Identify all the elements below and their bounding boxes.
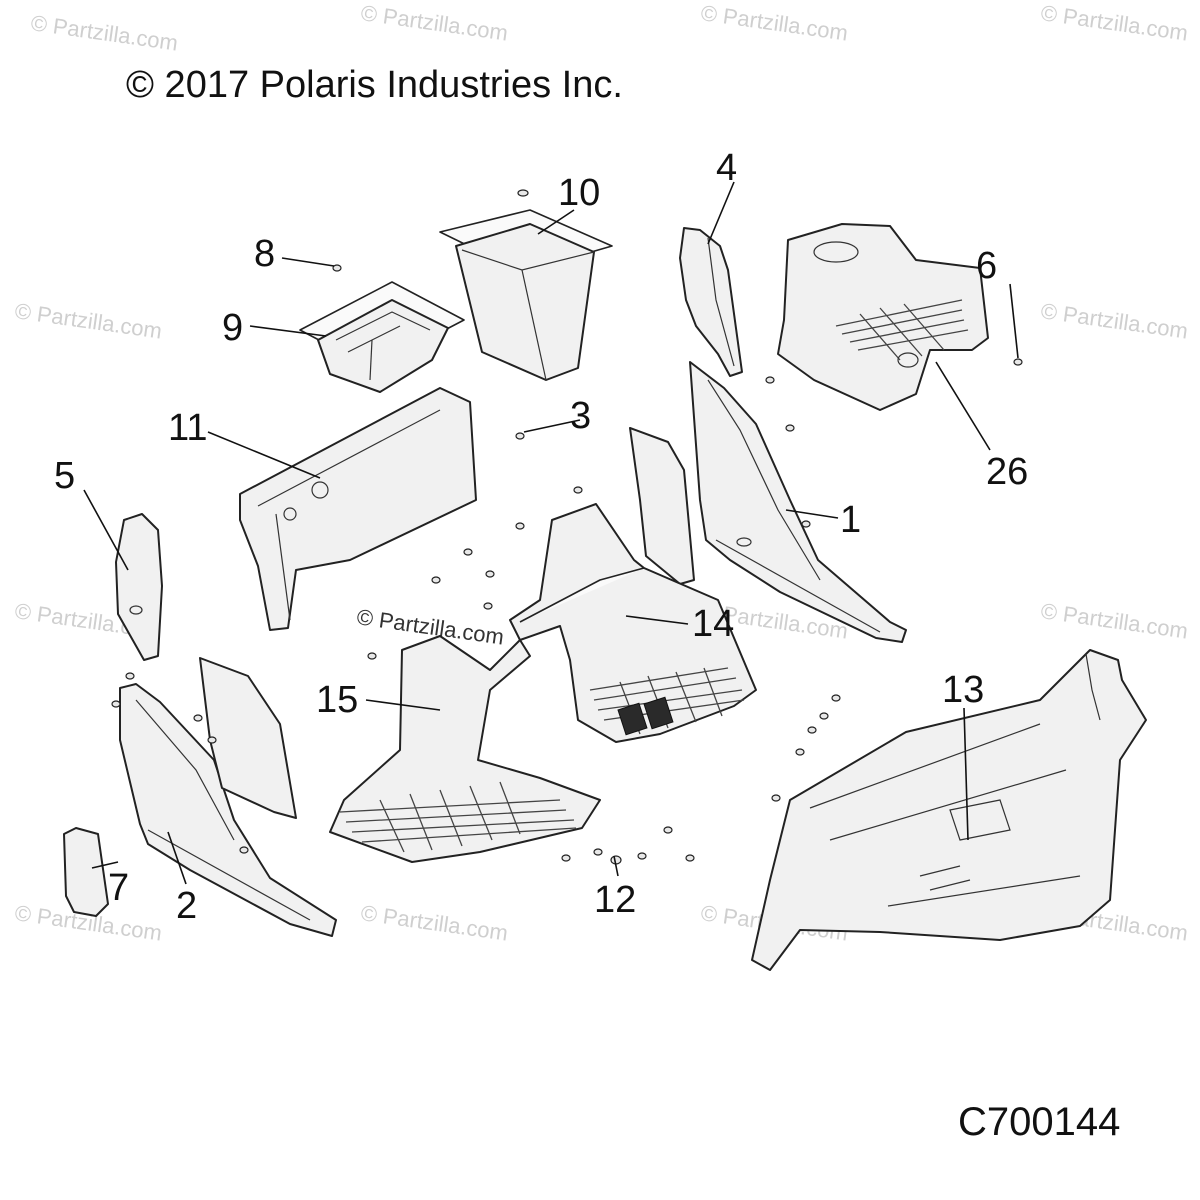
watermark: © Partzilla.com bbox=[1039, 598, 1189, 643]
callout-2: 2 bbox=[176, 885, 197, 927]
part-9-storage-tray[interactable] bbox=[299, 281, 465, 393]
leader-lines bbox=[83, 181, 1019, 885]
watermark: © Partzilla.com bbox=[1039, 0, 1189, 45]
callout-13: 13 bbox=[942, 669, 984, 711]
part-1-right-side-rail[interactable] bbox=[689, 361, 907, 643]
part-14-center-floor[interactable] bbox=[509, 503, 757, 743]
part-left-inner-panel[interactable] bbox=[199, 657, 297, 819]
part-26-upper-console[interactable] bbox=[777, 223, 989, 411]
part-4-upper-side-panel[interactable] bbox=[679, 227, 743, 377]
callout-14: 14 bbox=[692, 603, 734, 645]
diagram-code: C700144 bbox=[958, 1100, 1121, 1144]
callout-15: 15 bbox=[316, 679, 358, 721]
watermark: © Partzilla.com bbox=[699, 0, 849, 45]
watermark: © Partzilla.com bbox=[29, 10, 179, 55]
callout-5: 5 bbox=[54, 455, 75, 497]
callout-7: 7 bbox=[108, 867, 129, 909]
fasteners bbox=[111, 264, 1023, 865]
part-7-pad[interactable] bbox=[63, 827, 109, 917]
callout-1: 1 bbox=[840, 499, 861, 541]
part-15-left-floor[interactable] bbox=[329, 635, 601, 863]
callouts: 4 10 8 9 6 3 11 5 1 14 15 13 26 12 7 2 bbox=[54, 147, 1028, 927]
part-2-left-side-rail[interactable] bbox=[119, 683, 337, 937]
watermark: © Partzilla.com bbox=[359, 0, 509, 45]
part-5-left-upper-trim[interactable] bbox=[115, 513, 163, 661]
callout-11: 11 bbox=[168, 407, 207, 449]
callout-26: 26 bbox=[986, 451, 1028, 493]
copyright-notice: © 2017 Polaris Industries Inc. bbox=[126, 64, 623, 106]
callout-10: 10 bbox=[558, 172, 600, 214]
watermark: © Partzilla.com bbox=[359, 900, 509, 945]
watermark: © Partzilla.com bbox=[13, 298, 163, 343]
callout-4: 4 bbox=[716, 147, 737, 189]
part-10-storage-bin[interactable] bbox=[439, 189, 613, 381]
part-13-dash-panel[interactable] bbox=[751, 649, 1147, 971]
callout-6: 6 bbox=[976, 245, 997, 287]
part-11-rear-wall-panel[interactable] bbox=[239, 387, 477, 631]
part-center-bracket[interactable] bbox=[629, 427, 695, 585]
callout-9: 9 bbox=[222, 307, 243, 349]
callout-12: 12 bbox=[594, 879, 636, 921]
watermark: © Partzilla.com bbox=[1039, 298, 1189, 343]
callout-3: 3 bbox=[570, 395, 591, 437]
callout-8: 8 bbox=[254, 233, 275, 275]
